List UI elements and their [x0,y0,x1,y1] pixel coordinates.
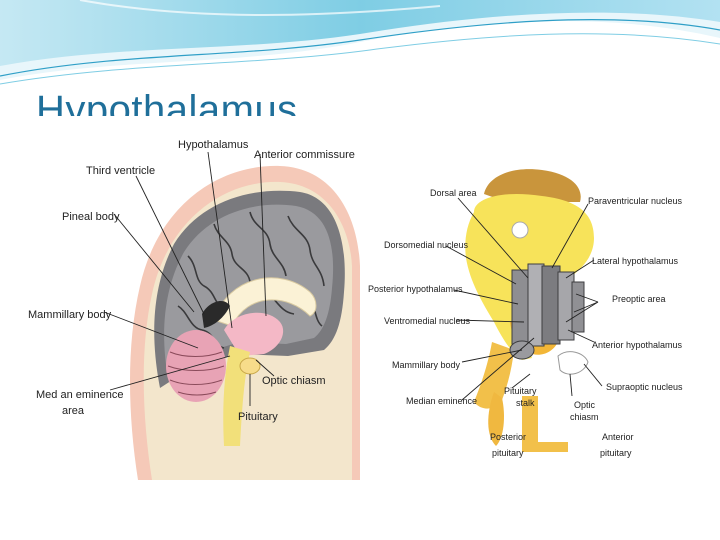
thalamus-shape [224,312,284,356]
label-preoptic-area: Preoptic area [612,294,666,304]
label-paraventricular-nucleus: Paraventricular nucleus [588,196,683,206]
posterior-pituitary-shape [488,392,504,446]
brain-gyri [175,211,325,359]
label-median-eminence-right: Median eminence [406,396,477,406]
third-ventricle-shape [202,300,230,328]
label-median-eminence-line1: Med an eminence [36,389,123,401]
label-anterior-hypothalamus: Anterior hypothalamus [592,340,683,350]
label-posterior-hypothalamus: Posterior hypothalamus [368,284,463,294]
anterior-pituitary-shape [522,396,568,452]
label-supraoptic-nucleus: Supraoptic nucleus [606,382,683,392]
label-anterior-commissure: Anterior commissure [254,149,355,161]
label-pituitary: Pituitary [238,411,278,423]
label-pineal-body: Pineal body [62,211,120,223]
dorsal-circle [511,221,529,239]
label-posterior-pituitary-line1: Posterior [490,432,526,442]
label-lateral-hypothalamus: Lateral hypothalamus [592,256,679,266]
nuclei-block [509,263,585,360]
label-hypothalamus: Hypothalamus [178,139,249,151]
pituitary-stalk-shape [474,342,514,409]
label-dorsal-area: Dorsal area [430,188,477,198]
optic-chiasm-shape [557,351,589,375]
label-posterior-pituitary-line2: pituitary [492,448,524,458]
corpus-callosum [213,277,317,327]
label-optic-chiasm-line1: Optic [574,400,596,410]
label-pituitary-stalk-line1: Pituitary [504,386,537,396]
header-wave-banner [0,0,720,85]
label-mammillary-body: Mammillary body [28,309,112,321]
label-pituitary-stalk-line2: stalk [516,398,535,408]
hypothalamic-nuclei-diagram: Dorsal area Paraventricular nucleus Dors… [362,142,688,480]
label-optic-chiasm: Optic chiasm [262,375,326,387]
label-dorsomedial-nucleus: Dorsomedial nucleus [384,240,469,250]
label-third-ventricle: Third ventricle [86,165,155,177]
label-median-eminence-line2: area [62,405,85,417]
label-optic-chiasm-line2: chiasm [570,412,599,422]
label-mammillary-body-right: Mammillary body [392,360,461,370]
label-anterior-pituitary-line2: pituitary [600,448,632,458]
label-anterior-pituitary-line1: Anterior [602,432,634,442]
sagittal-brain-diagram: Hypothalamus Anterior commissure Third v… [18,116,360,480]
label-ventromedial-nucleus: Ventromedial nucleus [384,316,471,326]
